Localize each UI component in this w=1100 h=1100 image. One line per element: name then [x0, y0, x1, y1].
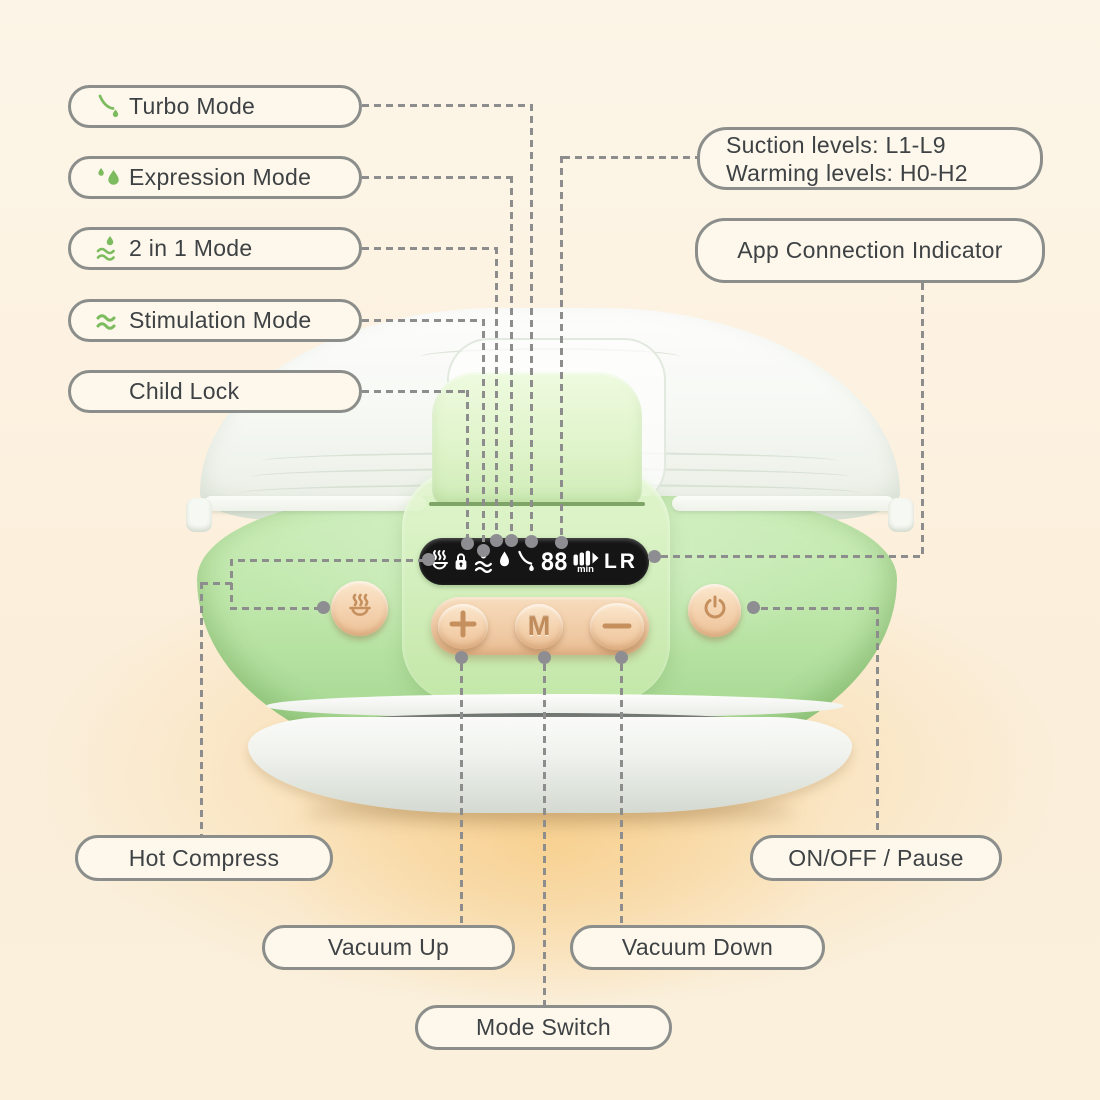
body-seam-left: [204, 496, 426, 511]
connector-turbo: [362, 104, 533, 107]
callout-label: Vacuum Down: [621, 934, 774, 960]
callout-vacuum-up: Vacuum Up: [262, 925, 515, 970]
callout-vacuum-down: Vacuum Down: [570, 925, 825, 970]
dot-mode-switch: [538, 651, 551, 664]
display-child-lock-icon: [454, 551, 468, 573]
dot-display-left: [422, 553, 435, 566]
dot-display-right: [648, 550, 661, 563]
vacuum-up-button: [438, 604, 488, 649]
power-icon: [701, 594, 729, 627]
connector-child-lock: [466, 390, 469, 539]
callout-turbo-mode: Turbo Mode: [68, 85, 362, 128]
body-seam-right: [672, 496, 894, 511]
connector-stimulation: [482, 319, 485, 546]
dot-stimulation: [477, 544, 490, 557]
connector-expression: [510, 176, 513, 536]
connector-app-indicator: [921, 283, 924, 556]
control-panel-recess: [402, 470, 670, 702]
connector-hot-compress-stem: [201, 582, 232, 585]
plus-icon: [448, 609, 478, 644]
latch-handle-seam: [429, 502, 645, 506]
callout-two-in-one-mode: 2 in 1 Mode: [68, 227, 362, 270]
connector-hot-compress-button: [230, 607, 319, 610]
connector-app-indicator: [661, 555, 923, 558]
dot-two-in-one: [490, 534, 503, 547]
side-latch-right: [888, 498, 914, 532]
side-latch-left: [186, 498, 212, 532]
connector-vacuum-down: [620, 664, 623, 925]
connector-stimulation: [362, 319, 485, 322]
dot-hot-compress-button: [317, 601, 330, 614]
vacuum-down-button: [590, 603, 644, 650]
callout-label: Expression Mode: [129, 164, 312, 190]
connector-suction: [560, 156, 563, 538]
connector-suction: [563, 156, 697, 159]
hot-compress-button: [331, 581, 388, 636]
stimulation-mode-icon: [89, 311, 129, 331]
power-button: [688, 584, 741, 637]
callout-label: Mode Switch: [476, 1014, 611, 1040]
display-timer-value: 88: [540, 547, 568, 576]
callout-label: Turbo Mode: [129, 93, 256, 119]
callout-label: Suction levels: L1-L9 Warming levels: H0…: [726, 131, 968, 186]
callout-child-lock: Child Lock: [68, 370, 362, 413]
connector-on-off: [761, 607, 879, 610]
callout-expression-mode: Expression Mode: [68, 156, 362, 199]
callout-label: Child Lock: [129, 378, 240, 404]
dot-turbo: [525, 535, 538, 548]
mode-switch-button: M: [515, 604, 563, 649]
connector-vacuum-up: [460, 664, 463, 925]
base-stand: [248, 717, 852, 813]
callout-on-off-pause: ON/OFF / Pause: [750, 835, 1002, 881]
connector-two-in-one: [362, 247, 498, 250]
callout-label: 2 in 1 Mode: [129, 235, 253, 261]
connector-on-off: [876, 607, 879, 835]
hot-compress-icon: [346, 591, 374, 626]
callout-label: ON/OFF / Pause: [788, 844, 964, 871]
connector-hot-compress-stem: [200, 582, 203, 835]
mode-button-label: M: [527, 611, 551, 641]
dot-suction: [555, 536, 568, 549]
dot-expression: [505, 534, 518, 547]
callout-hot-compress: Hot Compress: [75, 835, 333, 881]
display-steam-icon: [430, 549, 449, 575]
callout-suction-warming-levels: Suction levels: L1-L9 Warming levels: H0…: [697, 127, 1043, 190]
dot-child-lock: [461, 537, 474, 550]
callout-mode-switch: Mode Switch: [415, 1005, 672, 1050]
callout-label: Vacuum Up: [327, 934, 450, 960]
minus-icon: [601, 618, 633, 636]
dot-power-button: [747, 601, 760, 614]
connector-turbo: [530, 104, 533, 538]
turbo-mode-icon: [89, 93, 129, 121]
connector-hot-compress-display: [238, 559, 424, 562]
connector-mode-switch: [543, 664, 546, 1005]
connector-expression: [362, 176, 513, 179]
callout-app-connection: App Connection Indicator: [695, 218, 1045, 283]
display-expression-icon: [498, 550, 511, 573]
callout-stimulation-mode: Stimulation Mode: [68, 299, 362, 342]
expression-mode-icon: [89, 165, 129, 191]
callout-label: Hot Compress: [128, 844, 280, 871]
display-min-unit: min: [577, 563, 594, 575]
connector-child-lock: [362, 390, 469, 393]
callout-label: Stimulation Mode: [129, 307, 312, 333]
dot-vacuum-up: [455, 651, 468, 664]
callout-label: App Connection Indicator: [737, 237, 1003, 263]
connector-two-in-one: [495, 247, 498, 536]
dot-vacuum-down: [615, 651, 628, 664]
display-level-bars-icon: min: [573, 550, 599, 574]
two-in-one-mode-icon: [89, 235, 129, 263]
display-lr-indicator: LR: [603, 549, 638, 573]
display-turbo-icon: [517, 550, 535, 574]
